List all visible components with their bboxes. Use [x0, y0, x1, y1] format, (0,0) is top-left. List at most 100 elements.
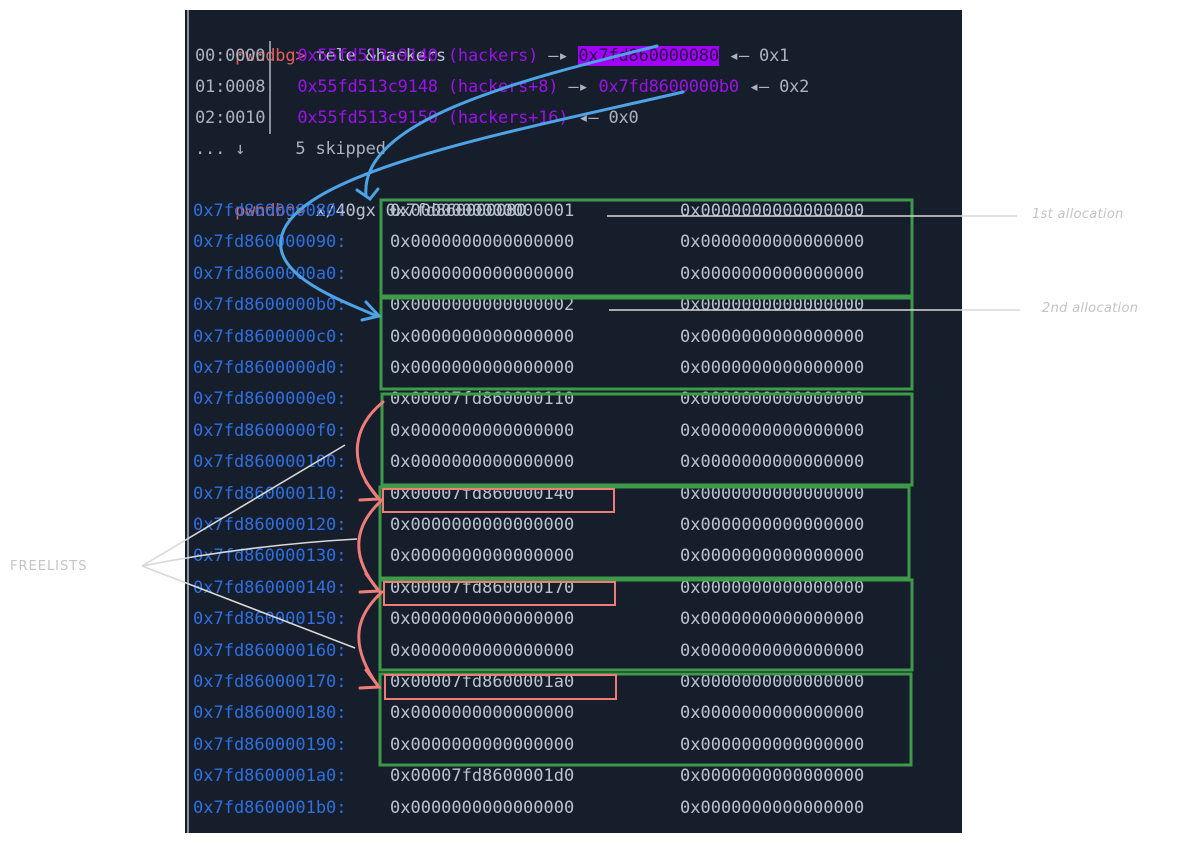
memory-value: 0x0000000000000000: [680, 389, 865, 410]
memory-address: 0x7fd8600001b0:: [193, 797, 347, 818]
memory-value: 0x00007fd8600001d0: [390, 766, 575, 787]
skipped-text: 5 skipped: [295, 139, 386, 159]
terminal-left-border: [187, 10, 189, 833]
telescope-row: 01:0008 0x55fd513c9148 (hackers+8) —▸ 0x…: [195, 72, 809, 103]
memory-row: 0x7fd8600000e0: 0x00007fd860000110 0x00000…: [193, 384, 953, 415]
memory-value: 0x0000000000000000: [680, 703, 865, 724]
label-freelists: FREELISTS: [10, 559, 88, 574]
label-1st-allocation: 1st allocation: [1032, 207, 1124, 222]
memory-value: 0x0000000000000000: [680, 672, 865, 692]
telescope-address: 0x55fd513c9148: [297, 77, 438, 97]
skipped-indicator: ... ↓: [195, 139, 246, 159]
telescope-address: 0x55fd513c9150: [297, 108, 438, 128]
memory-value: 0x0000000000000000: [680, 640, 865, 661]
column-separator: [269, 72, 272, 103]
command-line-tele: pwndbg> tele &hackers: [195, 10, 446, 66]
memory-value: 0x0000000000000000: [680, 483, 865, 504]
memory-row: 0x7fd860000190: 0x0000000000000000 0x00000…: [193, 730, 953, 761]
memory-row: 0x7fd860000100: 0x0000000000000000 0x00000…: [193, 447, 953, 478]
memory-value: 0x0000000000000000: [390, 734, 575, 755]
pointer-arrow-icon: —▸: [548, 46, 569, 66]
memory-value: 0x0000000000000000: [680, 515, 865, 535]
memory-value: 0x0000000000000000: [680, 232, 865, 253]
telescope-value: 0x0: [608, 108, 639, 128]
value-arrow-icon: ◂—: [728, 46, 749, 66]
memory-value: 0x0000000000000000: [390, 609, 575, 630]
memory-address: 0x7fd860000180:: [193, 703, 347, 724]
column-separator: [269, 103, 272, 134]
label-2nd-allocation: 2nd allocation: [1042, 301, 1139, 316]
memory-value: 0x0000000000000000: [390, 640, 575, 661]
column-separator: [269, 41, 272, 72]
memory-row: 0x7fd860000140: 0x00007fd860000170 0x00000…: [193, 573, 953, 604]
telescope-row: 02:0010 0x55fd513c9150 (hackers+16) ◂— 0…: [195, 103, 639, 134]
memory-row: 0x7fd8600000a0: 0x0000000000000000 0x00000…: [193, 259, 953, 290]
memory-value: 0x0000000000000000: [390, 546, 575, 567]
telescope-index: 02:0010: [195, 108, 266, 128]
memory-address: 0x7fd8600000a0:: [193, 263, 347, 284]
memory-value: 0x0000000000000000: [680, 295, 865, 316]
telescope-value: 0x2: [779, 77, 810, 97]
memory-value: 0x0000000000000000: [680, 420, 865, 441]
memory-value: 0x0000000000000000: [680, 201, 865, 221]
telescope-symbol: (hackers+8): [447, 77, 559, 97]
telescope-address: 0x55fd513c9140: [297, 46, 438, 66]
memory-address: 0x7fd860000140:: [193, 577, 347, 598]
memory-value: 0x00007fd860000140: [390, 483, 575, 504]
pointer-arrow-icon: —▸: [568, 77, 589, 97]
telescope-target: 0x7fd8600000b0: [598, 77, 739, 97]
telescope-skipped-row: ... ↓ 5 skipped: [195, 134, 386, 165]
memory-value: 0x0000000000000000: [390, 703, 575, 724]
memory-address: 0x7fd8600001a0:: [193, 766, 347, 787]
memory-address: 0x7fd8600000d0:: [193, 358, 347, 378]
memory-value: 0x0000000000000000: [680, 609, 865, 630]
memory-value: 0x0000000000000000: [390, 263, 575, 284]
memory-value: 0x0000000000000000: [390, 420, 575, 441]
memory-address: 0x7fd860000080:: [193, 201, 347, 221]
memory-address: 0x7fd8600000e0:: [193, 389, 347, 410]
memory-value: 0x0000000000000000: [680, 326, 865, 347]
command-line-examine: pwndbg> x/40gx 0x7fd860000080: [195, 165, 526, 221]
memory-value: 0x0000000000000002: [390, 295, 575, 316]
memory-value: 0x0000000000000000: [680, 577, 865, 598]
telescope-symbol: (hackers): [447, 46, 539, 66]
memory-value: 0x0000000000000000: [390, 452, 575, 473]
memory-value: 0x0000000000000000: [390, 358, 575, 378]
value-arrow-icon: ◂—: [748, 77, 770, 97]
memory-address: 0x7fd860000170:: [193, 672, 347, 692]
memory-value: 0x0000000000000000: [680, 452, 865, 473]
memory-address: 0x7fd860000100:: [193, 452, 347, 473]
memory-value: 0x0000000000000000: [680, 797, 865, 818]
telescope-index: 01:0008: [195, 77, 266, 97]
telescope-row: 00:0000 0x55fd513c9140 (hackers) —▸ 0x7f…: [195, 41, 789, 72]
memory-row: 0x7fd860000080: 0x0000000000000001 0x00000…: [193, 196, 953, 227]
memory-row: 0x7fd860000180: 0x0000000000000000 0x00000…: [193, 698, 953, 729]
memory-value: 0x0000000000000000: [390, 326, 575, 347]
terminal-window: pwndbg> tele &hackers 00:0000 0x55fd513c…: [185, 10, 962, 833]
memory-row: 0x7fd8600000b0: 0x0000000000000002 0x00000…: [193, 290, 953, 321]
memory-address: 0x7fd8600000b0:: [193, 295, 347, 316]
memory-value: 0x00007fd860000170: [390, 577, 575, 598]
memory-address: 0x7fd8600000c0:: [193, 326, 347, 347]
memory-address: 0x7fd860000160:: [193, 640, 347, 661]
memory-row: 0x7fd860000130: 0x0000000000000000 0x00000…: [193, 541, 953, 572]
memory-value: 0x0000000000000000: [680, 546, 865, 567]
memory-value: 0x0000000000000000: [680, 734, 865, 755]
telescope-index: 00:0000: [195, 46, 266, 66]
value-arrow-icon: ◂—: [578, 108, 599, 128]
memory-address: 0x7fd860000190:: [193, 734, 347, 755]
telescope-value: 0x1: [759, 46, 790, 66]
memory-value: 0x00007fd860000110: [390, 389, 575, 410]
memory-value: 0x0000000000000000: [680, 263, 865, 284]
memory-value: 0x0000000000000000: [390, 515, 575, 535]
memory-value: 0x0000000000000001: [390, 201, 575, 221]
memory-address: 0x7fd860000130:: [193, 546, 347, 567]
